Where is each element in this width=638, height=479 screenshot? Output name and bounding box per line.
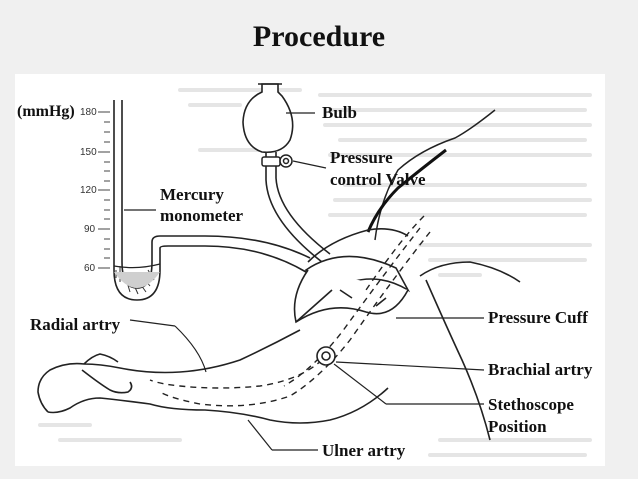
manometer-tube — [204, 235, 311, 273]
label-leader-lines — [124, 112, 485, 451]
background-text-texture — [38, 88, 592, 457]
bulb-icon — [242, 83, 294, 154]
label-ulner-artery: Ulner artry — [322, 441, 406, 460]
stethoscope-tube-thick — [366, 148, 447, 233]
bulb-tube — [265, 152, 331, 263]
scale-tick-60: 60 — [84, 263, 96, 274]
scale-tick-marks — [98, 111, 110, 269]
artery-lines — [149, 227, 431, 407]
brachial-artery-line — [365, 215, 425, 291]
scale-tick-150: 150 — [80, 147, 97, 158]
mercury-manometer — [113, 100, 205, 301]
label-mercury-line1: Mercury — [160, 185, 224, 204]
scale-tick-120: 120 — [80, 185, 97, 196]
scale-tick-180: 180 — [80, 107, 97, 118]
label-radial-artery: Radial artry — [30, 315, 121, 334]
slide-title: Procedure — [252, 20, 386, 53]
label-stethoscope-line1: Stethoscope — [488, 395, 574, 414]
pressure-valve-icon — [261, 154, 293, 168]
label-pressure-cuff: Pressure Cuff — [488, 308, 588, 327]
pressure-cuff — [293, 255, 411, 324]
scale-unit-label: (mmHg) — [17, 103, 75, 120]
label-mercury-line2: monometer — [160, 206, 244, 225]
label-valve-line2: control Valve — [330, 170, 426, 189]
label-bulb: Bulb — [322, 103, 357, 122]
stethoscope-chestpiece-icon — [316, 346, 336, 366]
label-brachial-artery: Brachial artry — [488, 360, 593, 379]
arm-outline — [37, 228, 521, 441]
scale-tick-90: 90 — [84, 224, 96, 235]
label-valve-line1: Pressure — [330, 148, 393, 167]
label-stethoscope-line2: Position — [488, 417, 547, 436]
